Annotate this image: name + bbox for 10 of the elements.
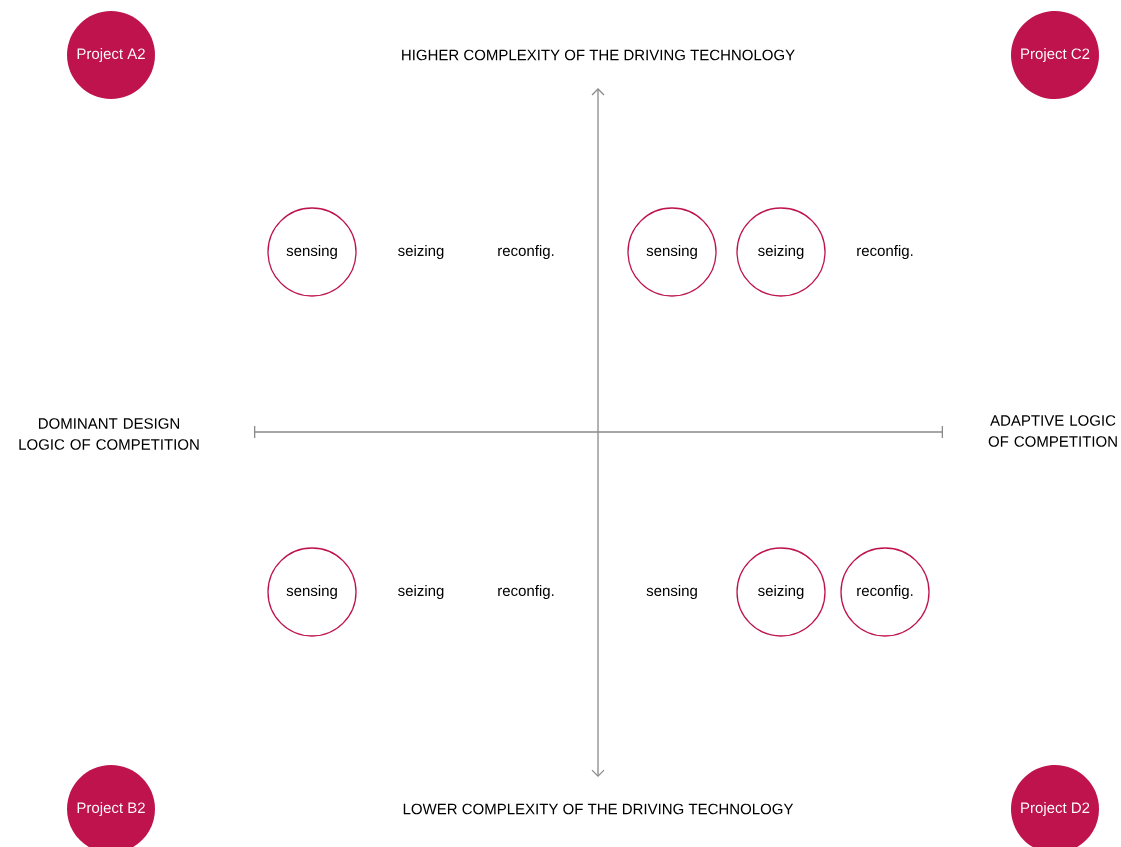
capability-label: reconfig. xyxy=(498,585,554,599)
capability-label: sensing xyxy=(646,585,697,599)
capability-label: seizing xyxy=(398,585,444,599)
capability-label: reconfig. xyxy=(857,245,913,259)
axis-title: LOWER COMPLEXITY OF THE DRIVING TECHNOLOGY xyxy=(403,803,794,815)
capability-label: reconfig. xyxy=(498,245,554,259)
axis-title: HIGHER COMPLEXITY OF THE DRIVING TECHNOLOGY xyxy=(402,49,795,61)
capability-label: seizing xyxy=(398,245,444,259)
axis-title: DOMINANT DESIGN LOGIC OF COMPETITION xyxy=(19,418,199,450)
axis-title: ADAPTIVE LOGIC OF COMPETITION xyxy=(988,415,1117,447)
